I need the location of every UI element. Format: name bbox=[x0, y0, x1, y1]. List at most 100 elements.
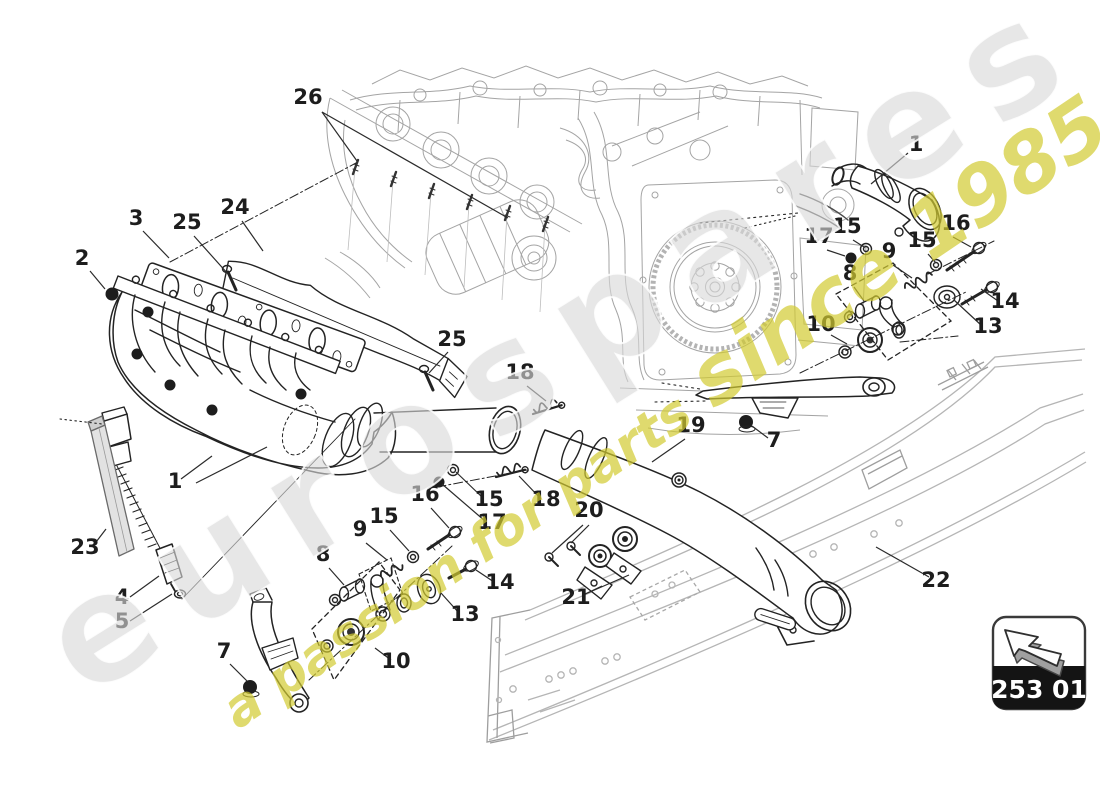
part-number-label: 18 bbox=[531, 487, 560, 511]
part-number-label: 16 bbox=[410, 482, 439, 506]
part-callout-1[interactable]: 1 bbox=[168, 446, 268, 493]
callout-leader-line bbox=[475, 569, 495, 583]
part-callout-13[interactable]: 13 bbox=[953, 299, 1003, 338]
part-callout-2[interactable]: 2 bbox=[75, 246, 106, 290]
part-number-label: 14 bbox=[485, 570, 514, 594]
part-callout-14[interactable]: 14 bbox=[475, 569, 515, 594]
callout-leader-line bbox=[241, 220, 264, 252]
part-number-label: 4 bbox=[115, 585, 130, 609]
part-callout-5[interactable]: 5 bbox=[115, 593, 173, 633]
part-number-label: 13 bbox=[973, 314, 1002, 338]
callout-leader-line bbox=[570, 524, 590, 544]
part-number-label: 7 bbox=[217, 639, 232, 663]
part-number-label: 15 bbox=[907, 228, 936, 252]
exhaust-manifold-catalyst bbox=[108, 291, 522, 476]
part-callout-18[interactable]: 18 bbox=[518, 475, 561, 511]
cylinder-head-studs bbox=[351, 158, 550, 233]
part-callout-16[interactable]: 16 bbox=[941, 211, 972, 248]
part-callout-23[interactable]: 23 bbox=[70, 528, 107, 559]
part-callout-17[interactable]: 17 bbox=[804, 224, 846, 257]
part-number-label: 17 bbox=[477, 510, 506, 534]
part-callout-9[interactable]: 9 bbox=[353, 517, 388, 561]
part-callout-24[interactable]: 24 bbox=[220, 195, 264, 252]
nut-7-right bbox=[739, 415, 753, 429]
callout-leader-line bbox=[321, 111, 358, 162]
part-callout-16[interactable]: 16 bbox=[410, 482, 450, 529]
page-code-badge[interactable]: 253 01 bbox=[991, 615, 1087, 711]
rear-silencer-pipe bbox=[531, 429, 852, 646]
watermark-tagline-text: a passion for parts since 1985 bbox=[197, 77, 1100, 746]
callout-leader-line bbox=[455, 471, 484, 499]
callout-leader-line bbox=[328, 567, 345, 586]
exhaust-rubber-mounts bbox=[544, 526, 642, 600]
part-number-label: 23 bbox=[70, 535, 99, 559]
part-callout-15[interactable]: 15 bbox=[455, 471, 504, 511]
part-number-label: 15 bbox=[369, 504, 398, 528]
part-callout-10[interactable]: 10 bbox=[806, 312, 848, 345]
part-callout-3[interactable]: 3 bbox=[129, 206, 170, 259]
part-callout-8[interactable]: 8 bbox=[316, 542, 345, 586]
support-link-right bbox=[654, 376, 896, 419]
part-number-label: 9 bbox=[353, 517, 368, 541]
part-callout-25[interactable]: 25 bbox=[172, 210, 229, 275]
callout-leader-line bbox=[953, 299, 982, 326]
part-callout-20[interactable]: 20 bbox=[551, 498, 604, 554]
part-callout-15[interactable]: 15 bbox=[907, 228, 937, 264]
part-number-label: 19 bbox=[676, 413, 705, 437]
bolt-14-right bbox=[960, 280, 1000, 306]
part-number-label: 21 bbox=[561, 585, 590, 609]
callout-leader-line bbox=[89, 270, 106, 290]
badge-arrow-icon bbox=[1004, 629, 1065, 677]
part-callout-25[interactable]: 25 bbox=[428, 327, 467, 374]
part-callout-13[interactable]: 13 bbox=[440, 592, 480, 626]
callout-leader-line bbox=[980, 288, 999, 302]
part-callout-26[interactable]: 26 bbox=[293, 85, 509, 219]
part-callout-1[interactable]: 1 bbox=[870, 132, 923, 185]
callout-leader-line bbox=[193, 235, 229, 275]
part-callout-22[interactable]: 22 bbox=[875, 546, 951, 592]
part-callout-15[interactable]: 15 bbox=[369, 504, 410, 552]
part-number-label: 9 bbox=[882, 239, 897, 263]
callout-leader-line bbox=[892, 264, 913, 279]
bolt-16-bottom bbox=[426, 525, 463, 551]
callout-leader-line bbox=[830, 334, 848, 345]
callout-leader-line bbox=[92, 528, 107, 547]
part-callout-14[interactable]: 14 bbox=[980, 288, 1020, 313]
part-number-label: 2 bbox=[75, 246, 90, 270]
part-callout-9[interactable]: 9 bbox=[882, 239, 913, 279]
part-number-label: 14 bbox=[990, 289, 1019, 313]
part-callout-21[interactable]: 21 bbox=[561, 574, 630, 609]
nut-17-bottom bbox=[433, 476, 445, 488]
badge-code-label: 253 01 bbox=[991, 675, 1087, 704]
callout-leader-line bbox=[852, 239, 865, 248]
part-number-label: 10 bbox=[806, 312, 835, 336]
part-number-label: 25 bbox=[172, 210, 201, 234]
callout-leader-line bbox=[441, 483, 486, 522]
callout-leader-line bbox=[142, 230, 170, 259]
part-callout-19[interactable]: 19 bbox=[651, 413, 706, 463]
nut-2 bbox=[105, 287, 119, 301]
part-callout-8[interactable]: 8 bbox=[843, 261, 865, 302]
callout-leader-line bbox=[952, 236, 972, 248]
part-number-label: 10 bbox=[381, 649, 410, 673]
part-callout-4[interactable]: 4 bbox=[115, 575, 160, 609]
part-number-label: 26 bbox=[293, 85, 322, 109]
part-callout-18[interactable]: 18 bbox=[505, 360, 547, 402]
part-callout-10[interactable]: 10 bbox=[374, 647, 411, 673]
part-number-label: 20 bbox=[574, 498, 603, 522]
callout-leader-line bbox=[651, 438, 686, 463]
callout-leader-line bbox=[440, 592, 460, 614]
callout-leader-line bbox=[195, 446, 268, 484]
part-number-label: 22 bbox=[921, 568, 950, 592]
part-callout-15[interactable]: 15 bbox=[832, 214, 865, 248]
part-callout-7[interactable]: 7 bbox=[751, 425, 782, 452]
callout-leader-line bbox=[853, 286, 865, 302]
exhaust-artwork bbox=[87, 158, 942, 713]
part-number-label: 15 bbox=[474, 487, 503, 511]
part-callout-17[interactable]: 17 bbox=[441, 483, 507, 534]
callout-leader-line bbox=[551, 524, 584, 554]
part-number-label: 7 bbox=[767, 428, 782, 452]
part-callout-7[interactable]: 7 bbox=[217, 639, 248, 682]
